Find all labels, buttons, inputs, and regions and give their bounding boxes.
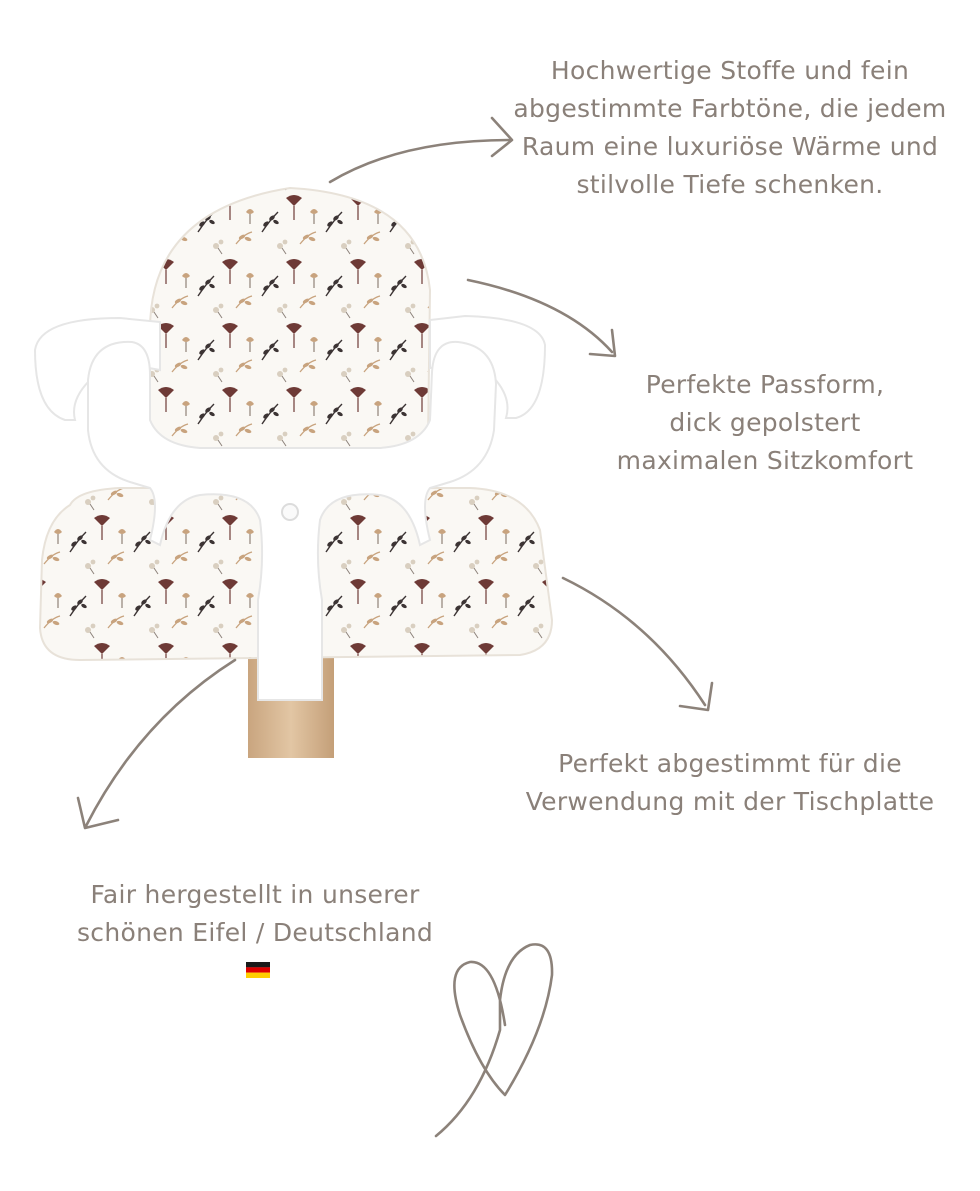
baby-set-frame <box>33 314 547 701</box>
caption-tray: Perfekt abgestimmt für die Verwendung mi… <box>505 745 955 821</box>
caption-tray-line: Verwendung mit der Tischplatte <box>525 787 935 816</box>
caption-fabric-line: abgestimmte Farbtöne, die jedem <box>513 94 947 123</box>
arrow-right-down-icon <box>466 278 617 358</box>
caption-fabric-line: stilvolle Tiefe schenken. <box>576 170 884 199</box>
caption-tray-line: Perfekt abgestimmt für die <box>558 749 902 778</box>
heart-doodle-icon <box>434 943 554 1138</box>
caption-made-in: Fair hergestellt in unserer schönen Eife… <box>45 876 465 952</box>
caption-made-in-line: schönen Eifel / Deutschland <box>76 918 434 947</box>
arrow-down-left-icon <box>76 658 237 830</box>
caption-fabric-line: Raum eine luxuriöse Wärme und <box>521 132 939 161</box>
caption-fit-line: maximalen Sitzkomfort <box>616 446 914 475</box>
caption-fit-line: dick gepolstert <box>669 408 861 437</box>
caption-fit: Perfekte Passform, dick gepolstert maxim… <box>590 366 940 480</box>
arrow-down-right-icon <box>561 576 714 712</box>
caption-fabric: Hochwertige Stoffe und fein abgestimmte … <box>505 52 955 204</box>
arrow-top-right-icon <box>328 116 514 184</box>
caption-fit-line: Perfekte Passform, <box>645 370 885 399</box>
caption-fabric-line: Hochwertige Stoffe und fein <box>550 56 910 85</box>
caption-made-in-line: Fair hergestellt in unserer <box>90 880 420 909</box>
germany-flag-icon <box>246 962 270 978</box>
